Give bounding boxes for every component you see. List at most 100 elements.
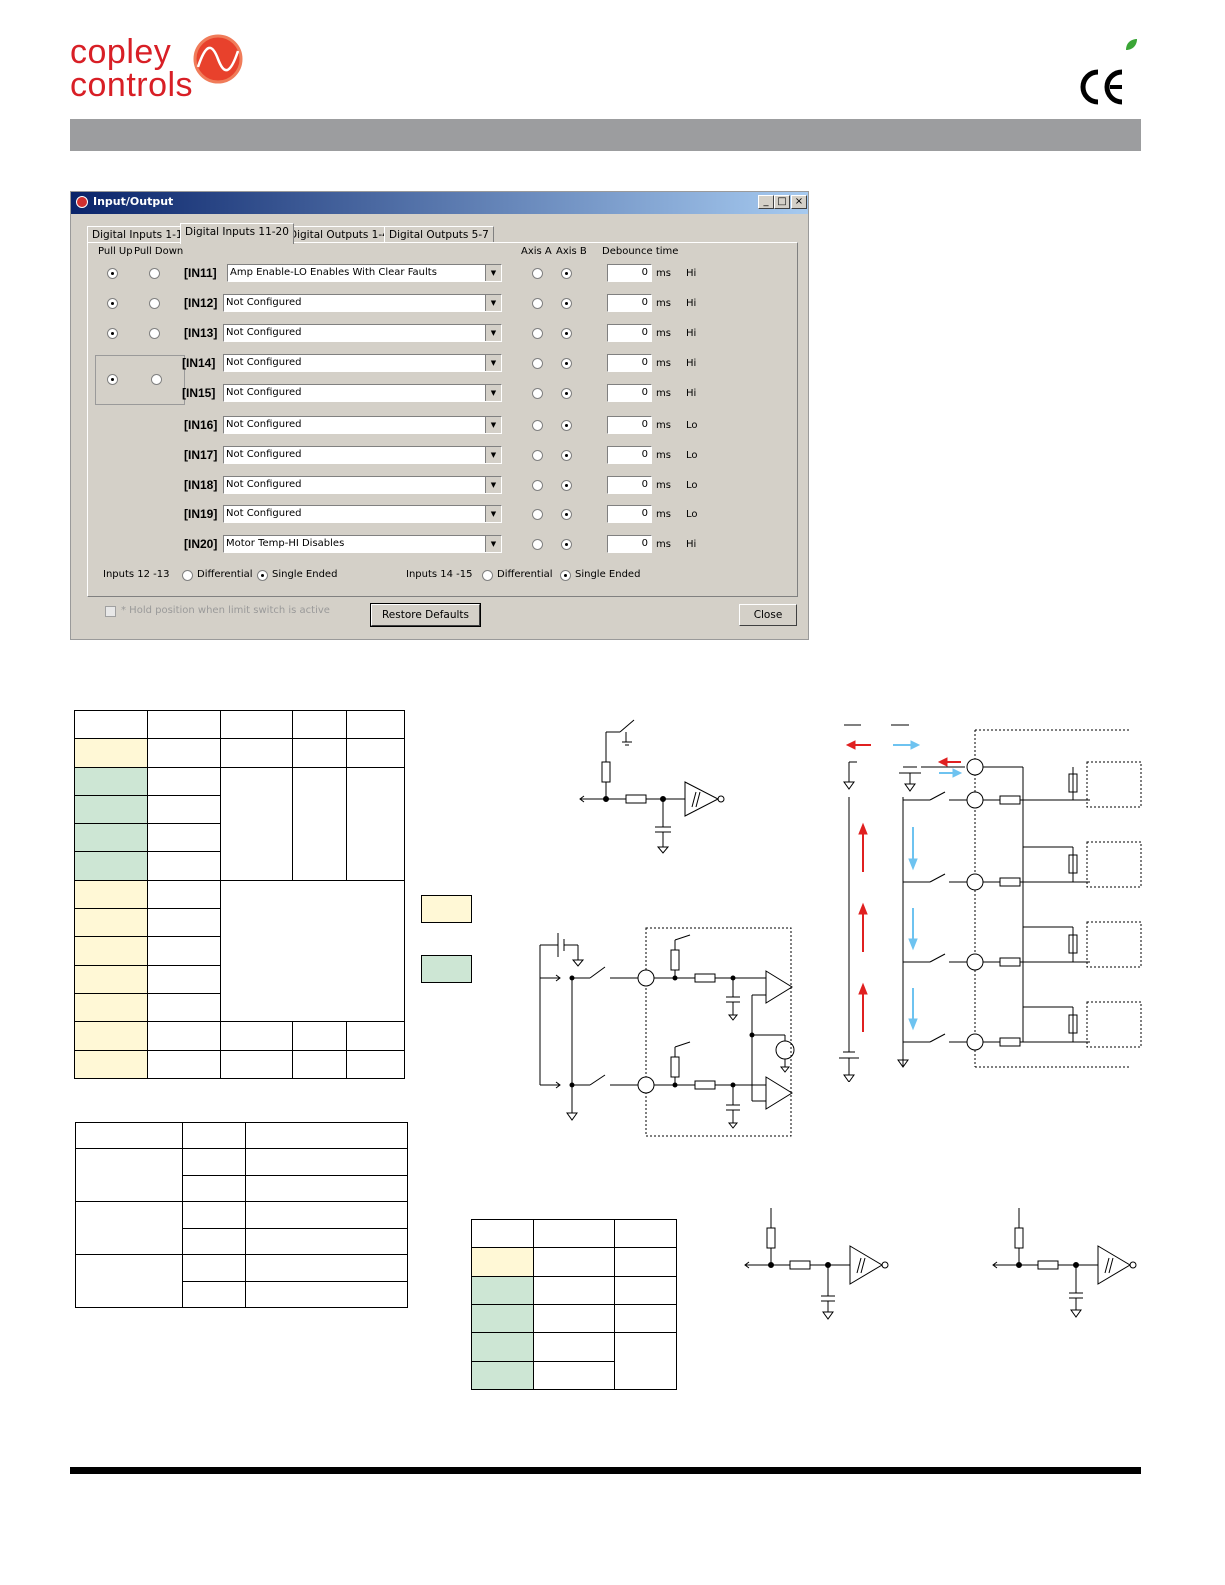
leaf-icon (1126, 39, 1137, 50)
axis-a-radio[interactable] (532, 358, 543, 369)
axis-a-radio[interactable] (532, 509, 543, 520)
debounce-input[interactable]: 0 (607, 505, 652, 523)
axis-a-radio[interactable] (532, 539, 543, 550)
schematic-opto-isolated-inputs (839, 724, 1142, 1082)
chevron-down-icon[interactable]: ▼ (485, 506, 501, 522)
logo-line2: controls (70, 66, 194, 104)
axis-b-radio[interactable] (561, 328, 572, 339)
input-label: [IN13] (184, 326, 218, 340)
debounce-input[interactable]: 0 (607, 535, 652, 553)
pull-down-radio[interactable] (149, 268, 160, 279)
maximize-button[interactable]: □ (774, 195, 790, 209)
pull-down-header: Pull Down (134, 246, 184, 257)
tab-digital-outputs-5-7[interactable]: Digital Outputs 5-7 (384, 226, 494, 243)
debounce-input[interactable]: 0 (607, 446, 652, 464)
pull-down-radio[interactable] (149, 328, 160, 339)
active-level: Hi (686, 388, 697, 399)
axis-a-radio[interactable] (532, 420, 543, 431)
chevron-down-icon[interactable]: ▼ (485, 295, 501, 311)
input-label: [IN18] (184, 478, 218, 492)
hold-position-checkbox[interactable] (105, 606, 116, 617)
debounce-unit: ms (656, 420, 671, 431)
axis-b-radio[interactable] (561, 298, 572, 309)
input-label: [IN20] (184, 537, 218, 551)
restore-defaults-button[interactable]: Restore Defaults (370, 603, 481, 627)
inputs-14-15-differential-radio[interactable] (482, 570, 493, 581)
chevron-down-icon[interactable]: ▼ (485, 417, 501, 433)
chevron-down-icon[interactable]: ▼ (485, 447, 501, 463)
close-window-button[interactable]: × (791, 195, 807, 209)
debounce-unit: ms (656, 480, 671, 491)
title-bar[interactable]: Input/Output _ □ × (71, 192, 808, 214)
tab-digital-inputs-11-20[interactable]: Digital Inputs 11-20 (180, 223, 294, 244)
app-icon (76, 196, 88, 208)
chevron-down-icon[interactable]: ▼ (485, 536, 501, 552)
minimize-button[interactable]: _ (758, 195, 774, 209)
debounce-input[interactable]: 0 (607, 294, 652, 312)
logo: copley controls (70, 35, 194, 104)
axis-b-radio[interactable] (561, 509, 572, 520)
legend-yellow-swatch (421, 895, 472, 923)
pull-up-radio[interactable] (107, 374, 118, 385)
pull-down-radio[interactable] (151, 374, 162, 385)
inputs-14-15-single-ended-radio[interactable] (560, 570, 571, 581)
debounce-unit: ms (656, 268, 671, 279)
schematic-single-ended-input (579, 719, 725, 854)
function-select[interactable]: Not Configured▼ (223, 354, 502, 372)
debounce-input[interactable]: 0 (607, 476, 652, 494)
chevron-down-icon[interactable]: ▼ (485, 355, 501, 371)
tab-digital-inputs-1-10[interactable]: Digital Inputs 1-10 (87, 226, 195, 243)
chevron-down-icon[interactable]: ▼ (485, 265, 501, 281)
function-select[interactable]: Not Configured▼ (223, 446, 502, 464)
function-select[interactable]: Not Configured▼ (223, 294, 502, 312)
function-select[interactable]: Not Configured ▼ (223, 476, 502, 494)
hold-position-label: * Hold position when limit switch is act… (121, 605, 330, 616)
pull-up-radio[interactable] (107, 268, 118, 279)
debounce-input[interactable]: 0 (607, 354, 652, 372)
function-select[interactable]: Motor Temp-HI Disables▼ (223, 535, 502, 553)
axis-b-radio[interactable] (561, 480, 572, 491)
axis-b-radio[interactable] (561, 388, 572, 399)
pull-up-radio[interactable] (107, 328, 118, 339)
debounce-input[interactable]: 0 (607, 384, 652, 402)
axis-b-radio[interactable] (561, 450, 572, 461)
function-select[interactable]: Not Configured▼ (223, 416, 502, 434)
axis-a-radio[interactable] (532, 328, 543, 339)
axis-a-radio[interactable] (532, 298, 543, 309)
axis-b-radio[interactable] (561, 358, 572, 369)
debounce-input[interactable]: 0 (607, 324, 652, 342)
function-select[interactable]: Amp Enable-LO Enables With Clear Faults ▼ (227, 264, 502, 282)
debounce-unit: ms (656, 388, 671, 399)
active-level: Hi (686, 328, 697, 339)
axis-a-header: Axis A (521, 246, 552, 257)
pull-down-radio[interactable] (149, 298, 160, 309)
function-value: Not Configured (226, 508, 302, 519)
pull-up-radio[interactable] (107, 298, 118, 309)
function-value: Amp Enable-LO Enables With Clear Faults (230, 267, 437, 278)
function-select[interactable]: Not Configured ▼ (223, 505, 502, 523)
chevron-down-icon[interactable]: ▼ (485, 385, 501, 401)
inputs-12-13-single-ended-label: Single Ended (272, 569, 338, 580)
active-level: Hi (686, 539, 697, 550)
debounce-input[interactable]: 0 (607, 264, 652, 282)
axis-a-radio[interactable] (532, 268, 543, 279)
function-value: Not Configured (226, 479, 302, 490)
inputs-12-13-differential-radio[interactable] (182, 570, 193, 581)
axis-b-radio[interactable] (561, 268, 572, 279)
chevron-down-icon[interactable]: ▼ (485, 325, 501, 341)
table-1 (74, 709, 405, 1080)
debounce-input[interactable]: 0 (607, 416, 652, 434)
function-select[interactable]: Not Configured▼ (223, 324, 502, 342)
inputs-12-13-single-ended-radio[interactable] (257, 570, 268, 581)
tab-digital-outputs-1-4[interactable]: Digital Outputs 1-4 (284, 226, 394, 243)
axis-a-radio[interactable] (532, 480, 543, 491)
chevron-down-icon[interactable]: ▼ (485, 477, 501, 493)
close-button[interactable]: Close (739, 604, 797, 626)
axis-a-radio[interactable] (532, 388, 543, 399)
axis-b-radio[interactable] (561, 539, 572, 550)
axis-b-radio[interactable] (561, 420, 572, 431)
input-label: [IN16] (184, 418, 218, 432)
active-level: Lo (686, 420, 698, 431)
function-select[interactable]: Not Configured▼ (223, 384, 502, 402)
axis-a-radio[interactable] (532, 450, 543, 461)
